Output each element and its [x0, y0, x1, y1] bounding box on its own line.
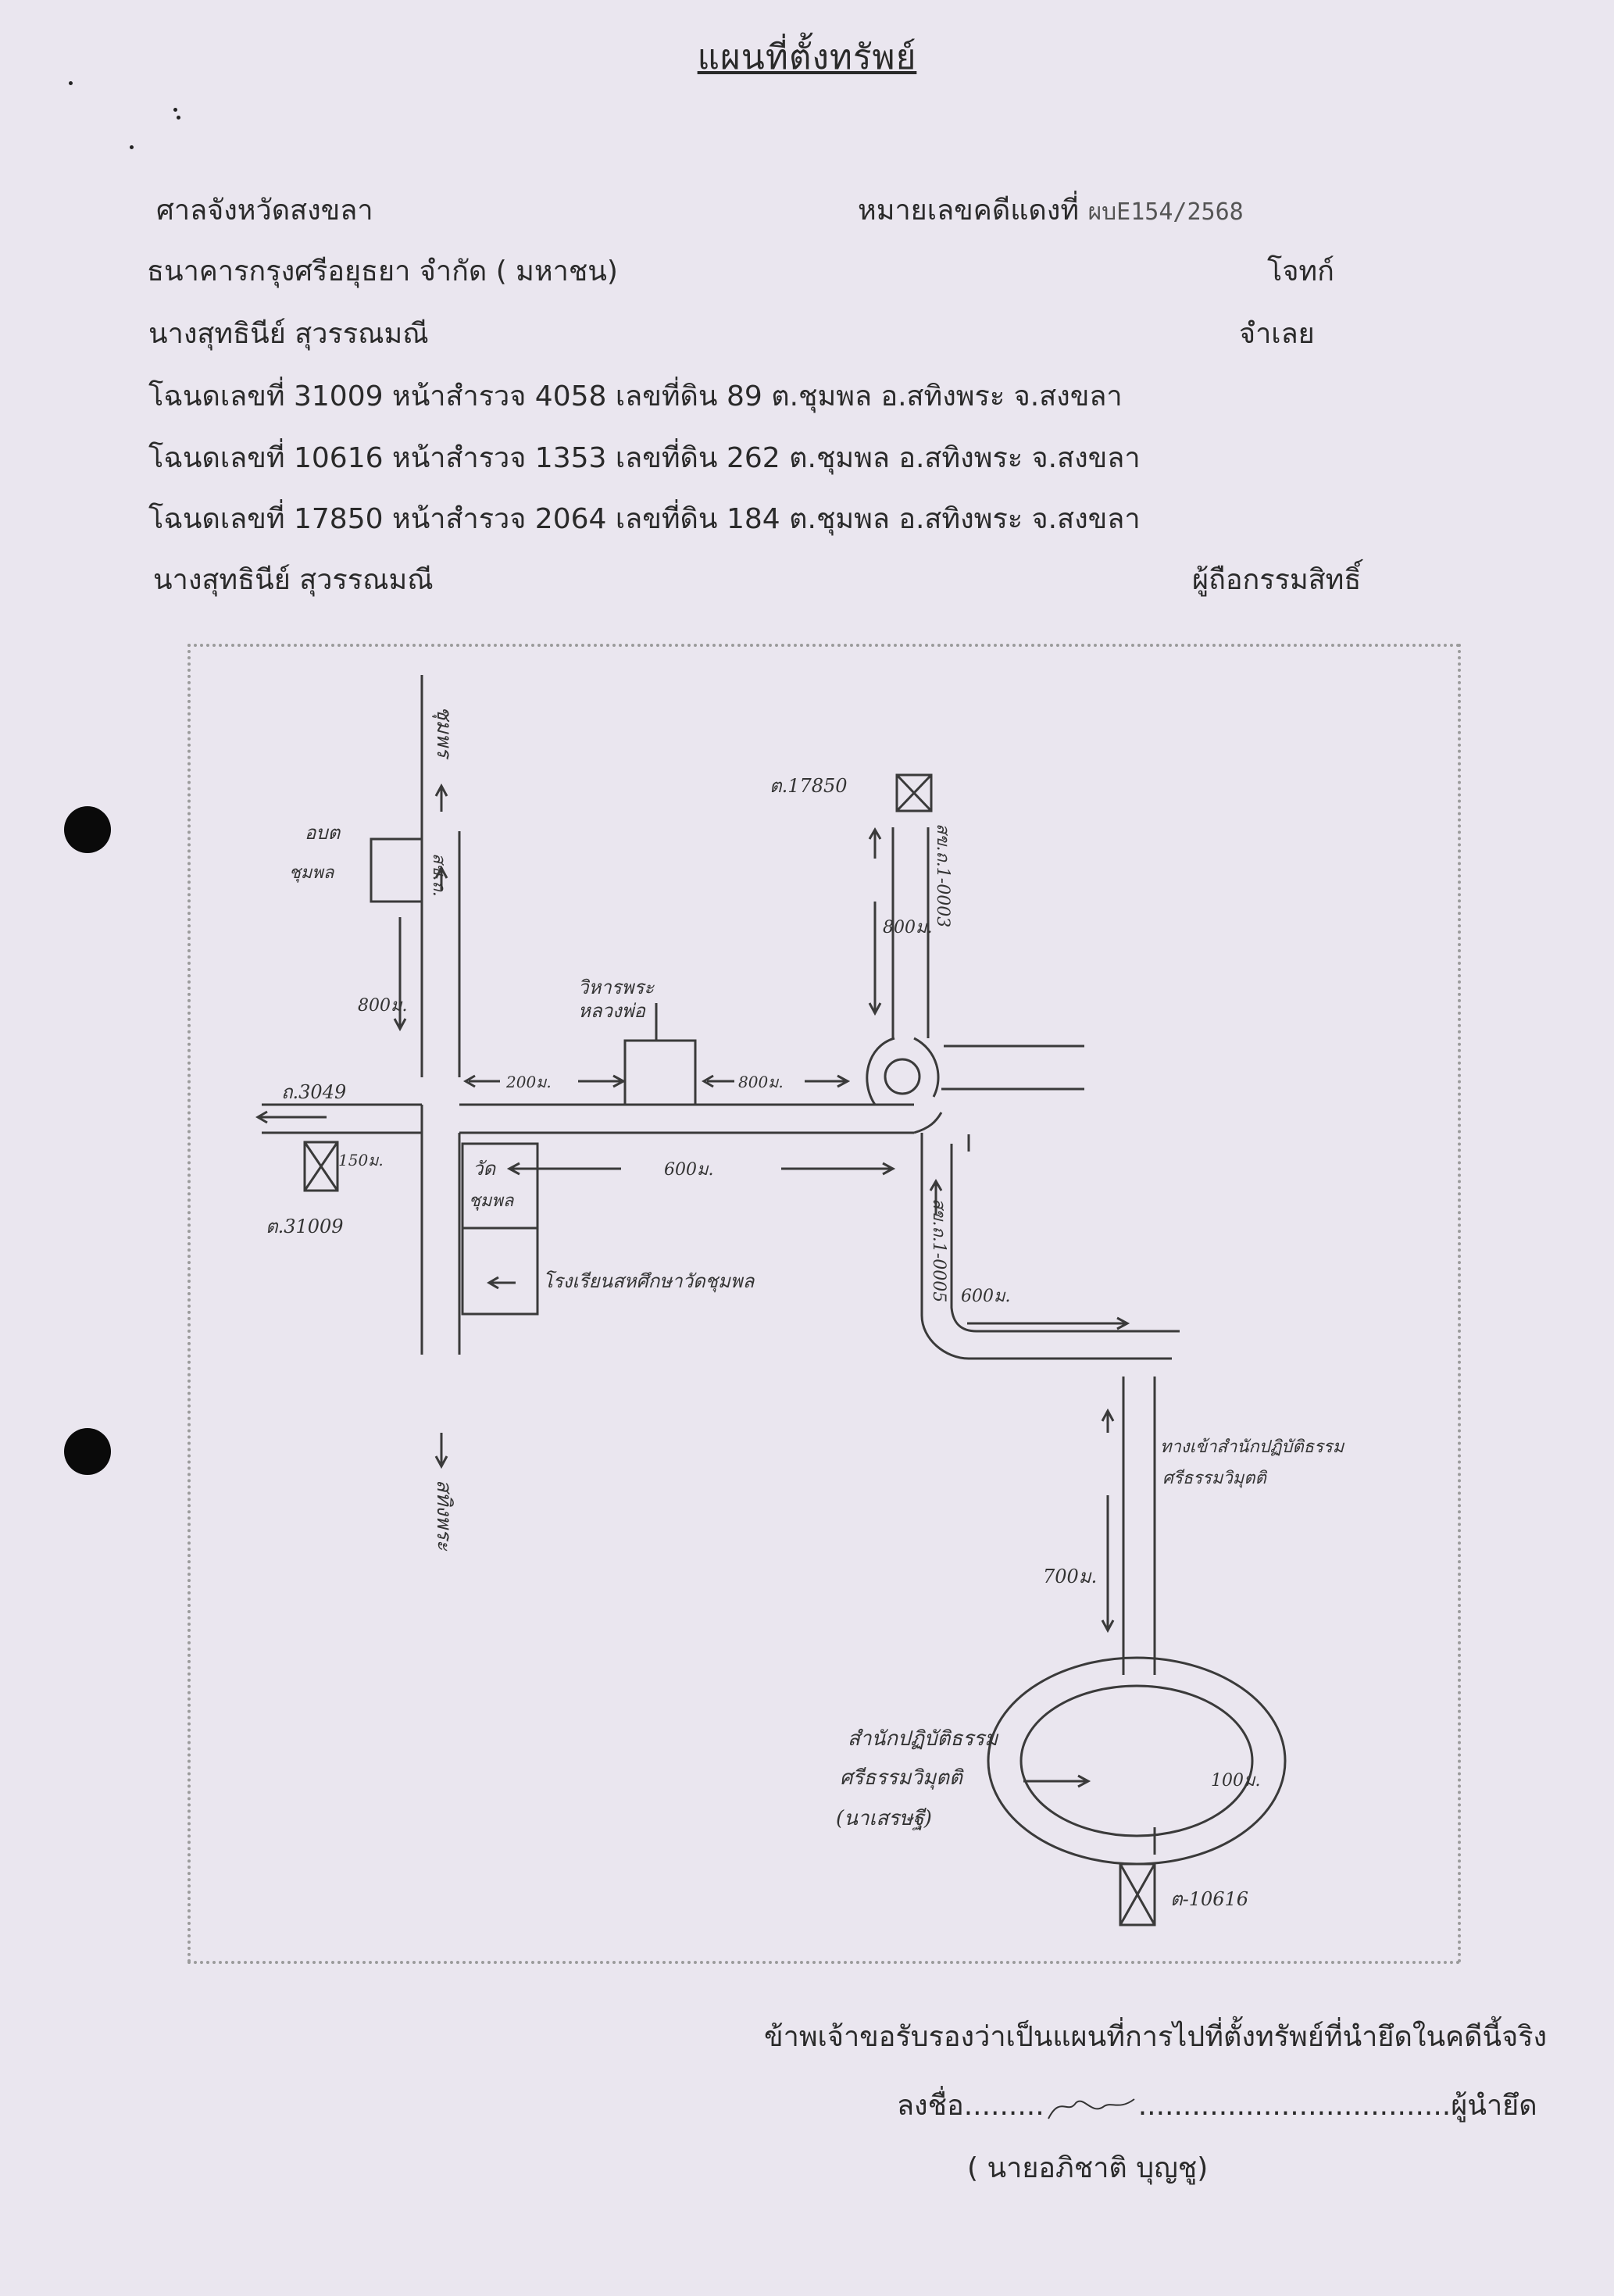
label-road-b: สข.ถ.1-0005 [929, 1198, 948, 1302]
owner-role: ผู้ถือกรรมสิทธิ์ [1192, 564, 1362, 596]
label-entrance: ศรีธรรมวิมุตติ [1162, 1469, 1268, 1488]
deed-line: โฉนดเลขที่ 31009 หน้าสำรวจ 4058 เลขที่ดิ… [148, 380, 1123, 412]
loop-road-inner [1019, 1684, 1254, 1837]
road-line [866, 1037, 895, 1105]
label-distance: 700ม. [1043, 1566, 1097, 1587]
label-road-3049: ถ.3049 [281, 1081, 346, 1103]
speck [173, 108, 177, 112]
page-title: แผนที่ตั้งทรัพย์ [697, 37, 917, 77]
temple-hall-building [623, 1039, 697, 1106]
deed-line: โฉนดเลขที่ 17850 หน้าสำรวจ 2064 เลขที่ดิ… [148, 503, 1141, 535]
court-name: ศาลจังหวัดสงขลา [156, 195, 373, 227]
label-school: โรงเรียนสหศึกษาวัดชุมพล [543, 1270, 755, 1293]
defendant-name: นางสุทธินีย์ สุวรรณมณี [148, 318, 429, 350]
owner-name: นางสุทธินีย์ สุวรรณมณี [153, 564, 434, 596]
speck [177, 116, 180, 120]
plaintiff-role: โจทก์ [1267, 255, 1334, 287]
label-plot-10616: ต-10616 [1170, 1888, 1248, 1910]
label-to-north: ชุมพร [432, 706, 455, 760]
label-road-c: สข.ถ. [429, 853, 448, 897]
map-frame [187, 644, 1461, 1964]
label-obt: ชุมพล [289, 863, 335, 883]
roundabout [884, 1058, 921, 1095]
road-line [913, 1112, 943, 1134]
label-to-south: สทิงพระ [432, 1480, 455, 1551]
plot-17850-box [895, 773, 933, 812]
label-center: ศรีธรรมวิมุตติ [840, 1766, 964, 1790]
signature-dots: ................................... [1137, 2090, 1452, 2122]
label-distance: 200ม. [505, 1073, 552, 1091]
label-plot-17850: ต.17850 [770, 775, 848, 797]
plot-10616-box [1119, 1862, 1156, 1926]
sign-role: ผู้นำยึด [1451, 2090, 1537, 2122]
signature-line: ลงชื่อ..................................… [897, 2083, 1537, 2127]
plot-31009-box [303, 1141, 339, 1191]
sign-label: ลงชื่อ [897, 2090, 964, 2122]
obt-building [370, 837, 423, 903]
signer-name: ( นายอภิชาติ บุญชู) [967, 2152, 1209, 2184]
label-distance: 150ม. [338, 1151, 384, 1169]
defendant-role: จำเลย [1239, 318, 1315, 350]
label-center: (นาเสรษฐี) [836, 1807, 932, 1830]
punch-hole-top [64, 806, 111, 853]
road-line [920, 1133, 1172, 1360]
case-number-row: หมายเลขคดีแดงที่ ผบE154/2568 [858, 187, 1244, 232]
road-line [913, 1037, 940, 1098]
case-label: หมายเลขคดีแดงที่ [858, 195, 1080, 227]
plaintiff-name: ธนาคารกรุงศรีอยุธยา จำกัด ( มหาชน) [147, 255, 618, 287]
loop-road-outer [987, 1656, 1287, 1866]
plot-17850-box [895, 773, 933, 812]
plot-10616-box [1119, 1863, 1156, 1926]
label-distance: 100ม. [1211, 1771, 1261, 1791]
label-distance: 600ม. [961, 1287, 1011, 1306]
speck [69, 81, 73, 85]
plot-31009-box [303, 1141, 339, 1192]
label-road-a: สข.ถ.1-0003 [933, 823, 952, 927]
deed-line: โฉนดเลขที่ 10616 หน้าสำรวจ 1353 เลขที่ดิ… [148, 442, 1141, 474]
label-center: สำนักปฏิบัติธรรม [848, 1727, 999, 1751]
label-entrance: ทางเข้าสำนักปฏิบัติธรรม [1160, 1437, 1345, 1457]
certification-text: ข้าพเจ้าขอรับรองว่าเป็นแผนที่การไปที่ตั้… [764, 2021, 1548, 2053]
label-distance: 800ม. [738, 1073, 784, 1091]
wat-building [461, 1142, 539, 1230]
label-wat: ชุมพล [469, 1191, 515, 1211]
label-temple-hall: หลวงพ่อ [578, 1000, 647, 1022]
label-distance: 600ม. [664, 1160, 714, 1180]
school-building [461, 1227, 539, 1316]
punch-hole-bottom [64, 1428, 111, 1475]
label-obt: อบต [305, 822, 341, 844]
arrow [255, 783, 1156, 1855]
signature-dots: ......... [963, 2090, 1044, 2122]
hand-drawn-map: ชุมพร สทิงพระ อบต ชุมพล ถ.3049 ต.31009 ต… [187, 644, 1461, 1964]
road-line [950, 1144, 1180, 1333]
label-temple-hall: วิหารพระ [578, 977, 655, 998]
label-distance: 800ม. [883, 918, 933, 937]
label-wat: วัด [473, 1158, 496, 1180]
case-number: ผบE154/2568 [1087, 198, 1244, 226]
label-distance: 800ม. [358, 996, 408, 1016]
label-plot-31009: ต.31009 [266, 1216, 344, 1237]
speck [130, 145, 134, 149]
